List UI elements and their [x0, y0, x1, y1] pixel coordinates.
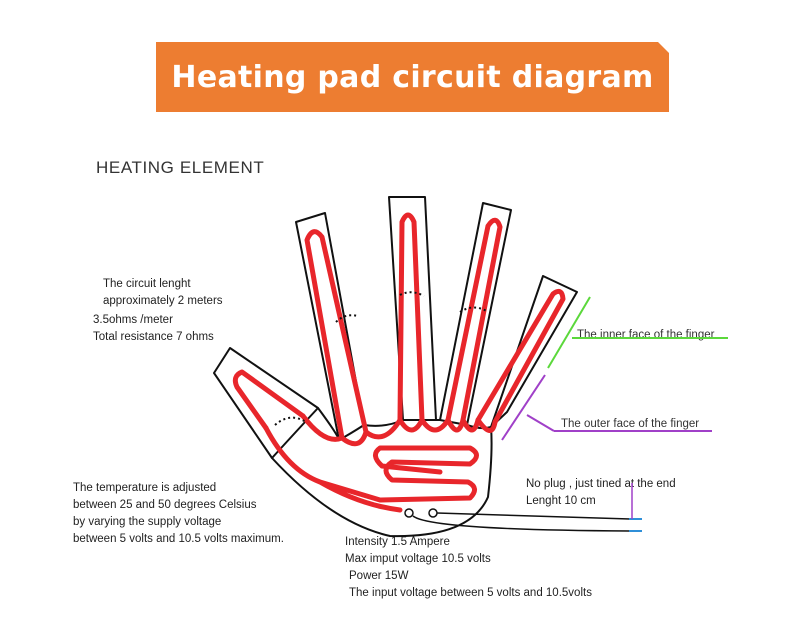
palm-outline: [271, 426, 493, 538]
ring-mark: [335, 314, 359, 323]
outer-face-line: [501, 374, 546, 441]
total-resistance: Total resistance 7 ohms: [93, 331, 214, 343]
plug-note-line-1: No plug , just tined at the end: [526, 478, 676, 490]
outer-face-marker: [501, 374, 712, 441]
thumb-outline: [490, 275, 578, 428]
power-spec: Power 15W: [349, 570, 409, 582]
input-range-spec: The input voltage between 5 volts and 10…: [349, 587, 592, 599]
outer-face-pointer: [526, 414, 555, 432]
index-wire: [445, 217, 503, 423]
max-input-spec: Max imput voltage 10.5 volts: [345, 553, 491, 565]
circuit-length-label: The circuit lenght: [103, 278, 191, 290]
resistance-per-meter: 3.5ohms /meter: [93, 314, 173, 326]
pinky-wire: [232, 369, 306, 431]
temperature-line-3: by varying the supply voltage: [73, 516, 222, 528]
lead-tips: [629, 518, 642, 532]
lead-wire-lower: [412, 515, 631, 532]
inner-face-marker: [547, 296, 728, 369]
thumb-wire: [475, 288, 566, 425]
palm-serpentine: [300, 413, 498, 447]
section-title: HEATING ELEMENT: [96, 158, 265, 177]
finger-web-3: [466, 424, 492, 430]
banner-title: Heating pad circuit diagram: [171, 59, 654, 95]
plug-note-line-2: Lenght 10 cm: [526, 495, 596, 507]
circuit-notes: The circuit lenght approximately 2 meter…: [103, 276, 223, 310]
circuit-length-value: approximately 2 meters: [103, 295, 223, 307]
terminal-right: [428, 508, 438, 518]
temperature-line-2: between 25 and 50 degrees Celsius: [73, 499, 257, 511]
heating-wire: [232, 212, 566, 513]
lead-wire-upper: [436, 512, 631, 520]
resistance-notes: 3.5ohms /meter Total resistance 7 ohms: [93, 312, 214, 346]
hand-outline: [213, 196, 578, 538]
plug-notes: No plug , just tined at the end Lenght 1…: [526, 476, 676, 510]
ring-wire: [304, 229, 369, 441]
intensity-spec: Intensity 1.5 Ampere: [345, 536, 450, 548]
terminal-left: [404, 508, 414, 518]
title-banner: Heating pad circuit diagram: [156, 42, 669, 112]
terminals: [404, 508, 438, 518]
outer-face-label: The outer face of the finger: [561, 418, 700, 430]
temperature-line-4: between 5 volts and 10.5 volts maximum.: [73, 533, 284, 545]
temperature-notes: The temperature is adjusted between 25 a…: [73, 480, 284, 548]
middle-mark: [399, 291, 425, 297]
inner-face-line: [547, 296, 591, 369]
power-specs: Intensity 1.5 Ampere Max imput voltage 1…: [345, 534, 592, 602]
pinky-mark: [274, 416, 307, 426]
middle-wire: [397, 212, 425, 423]
palm-loop: [263, 425, 479, 513]
measurement-marks: [274, 291, 489, 426]
lead-wires: [412, 512, 631, 532]
pinky-outline: [213, 347, 319, 459]
temperature-line-1: The temperature is adjusted: [73, 482, 217, 494]
